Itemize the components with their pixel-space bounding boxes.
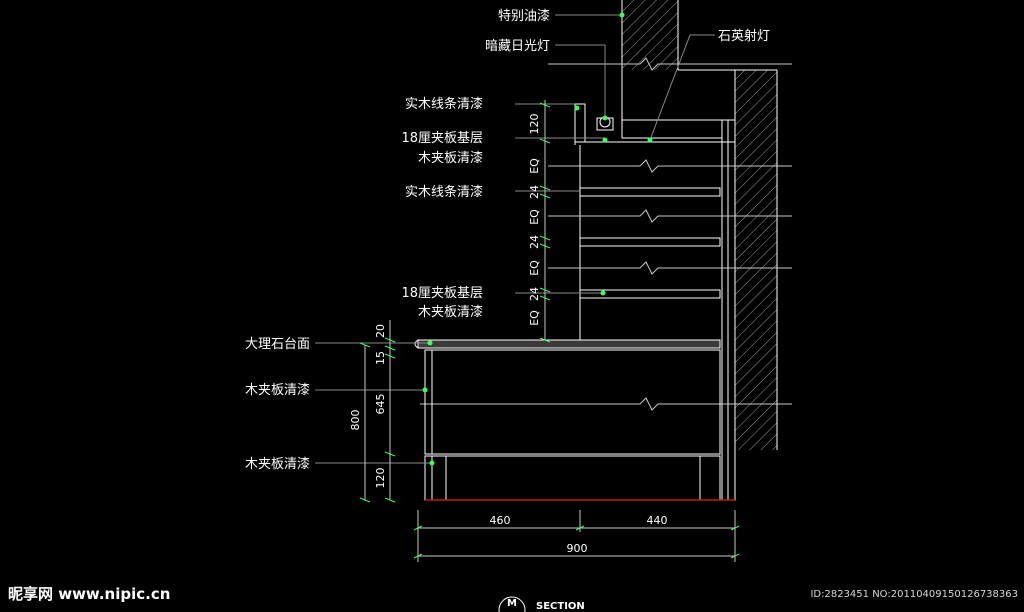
ceiling-soffit <box>574 103 736 501</box>
image-id: ID:2823451 NO:20110409150126738363 <box>810 589 1018 600</box>
wall-hatch <box>621 0 778 500</box>
label-plywood-varnish-1: 木夹板清漆 <box>418 150 483 166</box>
dim-text-24-2: 24 <box>528 235 541 249</box>
dim-text-120-bottom: 120 <box>374 468 387 489</box>
label-hidden-light: 暗藏日光灯 <box>485 39 550 54</box>
leader-lines <box>315 14 715 464</box>
dim-text-460: 460 <box>490 514 511 527</box>
label-plywood-varnish-3: 木夹板清漆 <box>245 382 310 398</box>
label-quartz-spotlight: 石英射灯 <box>718 28 770 44</box>
dim-lower <box>359 320 396 503</box>
dim-text-eq-2: EQ <box>528 209 541 225</box>
dim-text-15: 15 <box>374 351 387 365</box>
section-label: SECTION <box>536 601 585 612</box>
label-marble-top: 大理石台面 <box>245 337 310 352</box>
watermark: 昵享网 www.nipic.cn <box>8 585 170 603</box>
shelves <box>579 145 721 340</box>
label-solid-wood-trim-1: 实木线条清漆 <box>405 96 483 112</box>
label-plywood-varnish-4: 木夹板清漆 <box>245 456 310 472</box>
label-solid-wood-trim-2: 实木线条清漆 <box>405 184 483 200</box>
dim-text-900: 900 <box>567 542 588 555</box>
leader-dots <box>422 12 653 466</box>
dim-text-24-3: 24 <box>528 287 541 301</box>
dim-text-24-1: 24 <box>528 185 541 199</box>
section-marker-letter: M <box>507 598 517 609</box>
label-special-paint: 特别油漆 <box>498 8 550 24</box>
dim-text-800: 800 <box>349 410 362 431</box>
label-plywood-base-1: 18厘夹板基层 <box>401 131 483 146</box>
dim-text-eq-4: EQ <box>528 310 541 326</box>
label-plywood-base-2: 18厘夹板基层 <box>401 286 483 301</box>
dim-bottom <box>413 510 740 562</box>
dim-text-eq-1: EQ <box>528 158 541 174</box>
dim-upper <box>539 100 551 343</box>
label-plywood-varnish-2: 木夹板清漆 <box>418 304 483 320</box>
dim-text-645: 645 <box>374 394 387 415</box>
dim-text-440: 440 <box>647 514 668 527</box>
section-marker: M <box>498 596 526 612</box>
dim-text-20: 20 <box>374 324 387 338</box>
dim-text-eq-3: EQ <box>528 260 541 276</box>
counter <box>414 339 721 501</box>
break-lines <box>420 57 792 411</box>
dim-text-120-top: 120 <box>528 114 541 135</box>
